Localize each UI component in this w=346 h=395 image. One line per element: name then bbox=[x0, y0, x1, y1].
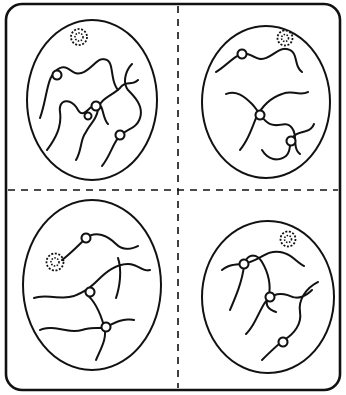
nucleolus bbox=[278, 31, 293, 46]
nucleolus bbox=[71, 29, 87, 45]
chromosome-threads bbox=[222, 252, 318, 360]
nucleolus bbox=[281, 232, 296, 247]
outer-frame bbox=[6, 4, 340, 390]
panel-top-left bbox=[27, 20, 157, 180]
panel-top-right bbox=[202, 26, 330, 178]
panel-bottom-left bbox=[23, 200, 161, 370]
panel-bottom-right bbox=[202, 221, 334, 373]
nucleolus bbox=[47, 254, 64, 271]
chromosome-threads bbox=[216, 49, 314, 159]
